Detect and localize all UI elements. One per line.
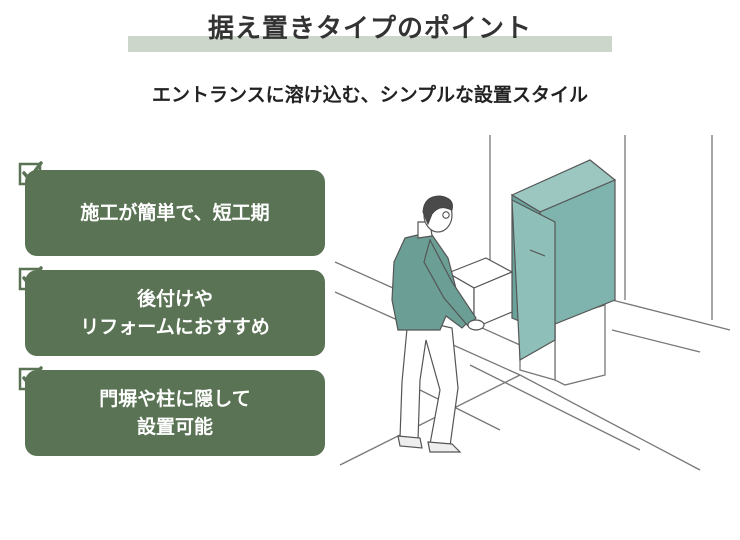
illustration-man-delivery-locker <box>334 135 731 471</box>
delivery-locker <box>510 159 617 362</box>
shoe <box>427 441 462 453</box>
point-card-1: 施工が簡単で、短工期 <box>25 170 325 256</box>
glasses <box>442 211 450 219</box>
floor-line <box>419 389 501 431</box>
hand <box>467 319 485 331</box>
hair <box>422 195 453 226</box>
floor-line <box>339 374 521 466</box>
point-card-3: 門塀や柱に隠して 設置可能 <box>25 370 325 456</box>
point-card-2: 後付けや リフォームにおすすめ <box>25 270 325 356</box>
point-3-line-1: 門塀や柱に隠して <box>99 387 251 410</box>
title-area: 据え置きタイプのポイント <box>0 0 740 60</box>
title-underline-bar <box>128 36 612 52</box>
floor-line <box>469 364 641 451</box>
floor-line <box>611 299 731 331</box>
trousers <box>399 317 459 447</box>
point-2-line-2: リフォームにおすすめ <box>80 316 270 338</box>
floor-line <box>519 374 701 471</box>
locker-door <box>511 198 556 362</box>
point-3-line-2: 設置可能 <box>136 416 213 438</box>
shoe <box>397 435 423 449</box>
locker-handle <box>529 249 546 257</box>
floor-line <box>611 329 701 353</box>
point-2-line-1: 後付けや <box>136 287 213 310</box>
page-subtitle: エントランスに溶け込む、シンプルな設置スタイル <box>151 84 589 106</box>
person <box>391 195 485 453</box>
page-title: 据え置きタイプのポイント <box>207 14 532 44</box>
point-1-line-1: 施工が簡単で、短工期 <box>80 201 270 224</box>
